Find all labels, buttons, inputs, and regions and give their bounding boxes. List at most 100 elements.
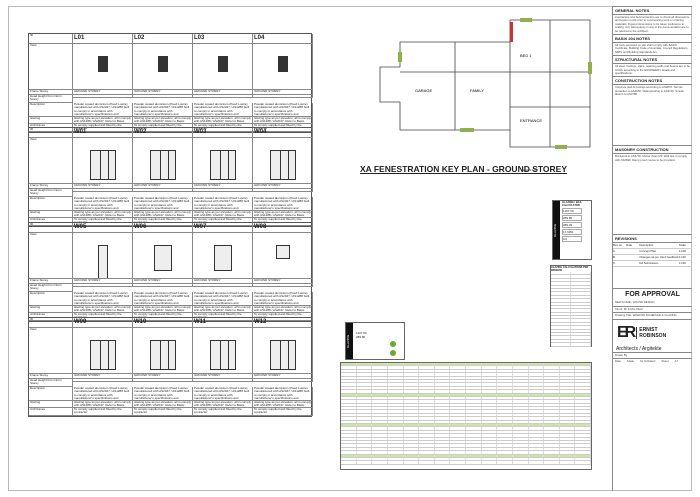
row-label-view: View bbox=[29, 138, 73, 184]
window-elevation bbox=[193, 233, 253, 279]
room-label: GARAGE bbox=[415, 88, 432, 93]
glazing-value: 289.80 bbox=[562, 215, 582, 221]
window-icon bbox=[90, 340, 116, 370]
window-description: Powder coated aluminium (Pearl Lustre) m… bbox=[253, 102, 313, 117]
window-description: Powder coated aluminium (Pearl Lustre) m… bbox=[253, 386, 313, 401]
architraves-spec: To comply supplied and fitted by the con… bbox=[253, 407, 313, 416]
glazing-box-title: GLAZING / BCA CALCULATOR bbox=[562, 201, 582, 207]
architraves-spec: To comply supplied and fitted by the con… bbox=[73, 407, 133, 416]
room-label: BED 1 bbox=[520, 53, 532, 58]
head-height bbox=[73, 188, 133, 192]
window-elevation bbox=[133, 233, 193, 279]
row-label-frame-storey: Frame Storey bbox=[29, 374, 73, 379]
head-height bbox=[133, 94, 193, 98]
revision-cell: Rev no. bbox=[613, 243, 623, 248]
row-label-description: Description bbox=[29, 102, 73, 117]
revision-cell: Scale bbox=[678, 243, 686, 248]
plan-title: XA FENESTRATION KEY PLAN - GROUND STOREY bbox=[360, 164, 568, 174]
glazing-spec: Glazing type as per elevation, all in co… bbox=[253, 305, 313, 313]
window-icon bbox=[278, 56, 288, 72]
row-label-head-height: Head Height from Norm Storey bbox=[29, 94, 73, 103]
frame-storey: GROUND STOREY bbox=[193, 90, 253, 95]
glazing-calculation-table bbox=[340, 362, 592, 470]
window-icon bbox=[158, 56, 168, 72]
window-description: Powder coated aluminium (Pearl Lustre) m… bbox=[73, 196, 133, 211]
table-row bbox=[341, 373, 591, 377]
glazing-spec: Glazing type as per elevation, all in co… bbox=[193, 305, 253, 313]
window-id: W04 bbox=[253, 128, 313, 138]
row-label-architraves: Architraves bbox=[29, 312, 73, 321]
floor-plan[interactable]: GARAGE BED 1 FAMILY ENTRANCE bbox=[360, 12, 592, 150]
glazing-spec: Glazing type as per elevation, all in co… bbox=[193, 400, 253, 408]
masonry-notes-title: MASONRY CONSTRUCTION bbox=[613, 145, 692, 155]
table-row bbox=[341, 366, 591, 370]
frame-storey: GROUND STOREY bbox=[253, 374, 313, 379]
window-description: Powder coated aluminium (Pearl Lustre) m… bbox=[193, 291, 253, 306]
window-id: W08 bbox=[253, 223, 313, 233]
date-label: Date bbox=[615, 359, 621, 364]
head-height bbox=[133, 283, 193, 287]
window-icon bbox=[150, 150, 176, 180]
table-row bbox=[341, 430, 591, 435]
glazing-value: 1107.66 bbox=[356, 331, 367, 335]
client-name: Mr & Mrs Client bbox=[623, 306, 643, 311]
head-height bbox=[193, 378, 253, 382]
revision-cell: 1:100 bbox=[678, 255, 686, 260]
table-row bbox=[341, 461, 591, 465]
row-label-glazing: Glazing bbox=[29, 116, 73, 124]
sheet-label: Sheet bbox=[661, 359, 669, 364]
window-elevation bbox=[133, 328, 193, 374]
window-elevation bbox=[73, 44, 133, 90]
window-elevation bbox=[253, 328, 313, 374]
drawn-by-label: Drawn By bbox=[615, 352, 628, 357]
glazing-side-label: GLAZING bbox=[346, 323, 353, 359]
window-id: W10 bbox=[133, 318, 193, 328]
window-icon bbox=[270, 150, 296, 180]
table-row bbox=[551, 309, 591, 313]
logo-tagline: Architects / Argitekte bbox=[616, 345, 662, 352]
table-row bbox=[341, 413, 591, 418]
glazing-spec: Glazing type as per elevation, all in co… bbox=[133, 400, 193, 408]
window-elevation bbox=[73, 138, 133, 184]
drawing-title-label: Drawing Title bbox=[615, 313, 632, 318]
revisions-title: REVISIONS bbox=[613, 234, 692, 244]
glazing-summary-box: GLAZING 1107.66 289.80 bbox=[345, 322, 405, 360]
row-label-frame-storey: Frame Storey bbox=[29, 184, 73, 189]
revision-cell: DA Submission bbox=[639, 261, 659, 266]
table-row bbox=[341, 457, 591, 462]
head-height bbox=[73, 283, 133, 287]
plan-scale: Scale1:100 bbox=[522, 168, 538, 172]
window-elevation bbox=[133, 44, 193, 90]
window-icon bbox=[270, 340, 296, 370]
window-elevation bbox=[193, 328, 253, 374]
general-notes-title: GENERAL NOTES bbox=[613, 6, 692, 15]
window-elevation bbox=[193, 44, 253, 90]
row-label-head-height: Head Height from Norm Storey bbox=[29, 378, 73, 387]
window-id: W01 bbox=[73, 128, 133, 138]
notes-column: GENERAL NOTES Contractors and Subcontrac… bbox=[612, 6, 692, 491]
table-row bbox=[341, 447, 591, 452]
table-row bbox=[551, 288, 591, 293]
check-icon bbox=[390, 350, 396, 356]
glazing-side-label: GLAZING bbox=[553, 201, 560, 259]
head-height bbox=[133, 188, 193, 192]
table-row bbox=[341, 437, 591, 441]
basix-notes: All work executed on site shall comply w… bbox=[615, 43, 689, 54]
window-id: W09 bbox=[73, 318, 133, 328]
table-row bbox=[341, 417, 591, 421]
glazing-value: 17.90% bbox=[562, 229, 582, 235]
row-label-architraves: Architraves bbox=[29, 407, 73, 416]
window-id: W11 bbox=[193, 318, 253, 328]
table-row bbox=[551, 322, 591, 327]
window-id: W12 bbox=[253, 318, 313, 328]
frame-storey: GROUND STOREY bbox=[193, 374, 253, 379]
project-name: NEW HOME / HOUSE DESIGN bbox=[615, 300, 655, 305]
row-label-description: Description bbox=[29, 196, 73, 211]
table-row bbox=[551, 299, 591, 303]
window-icon bbox=[214, 245, 232, 271]
